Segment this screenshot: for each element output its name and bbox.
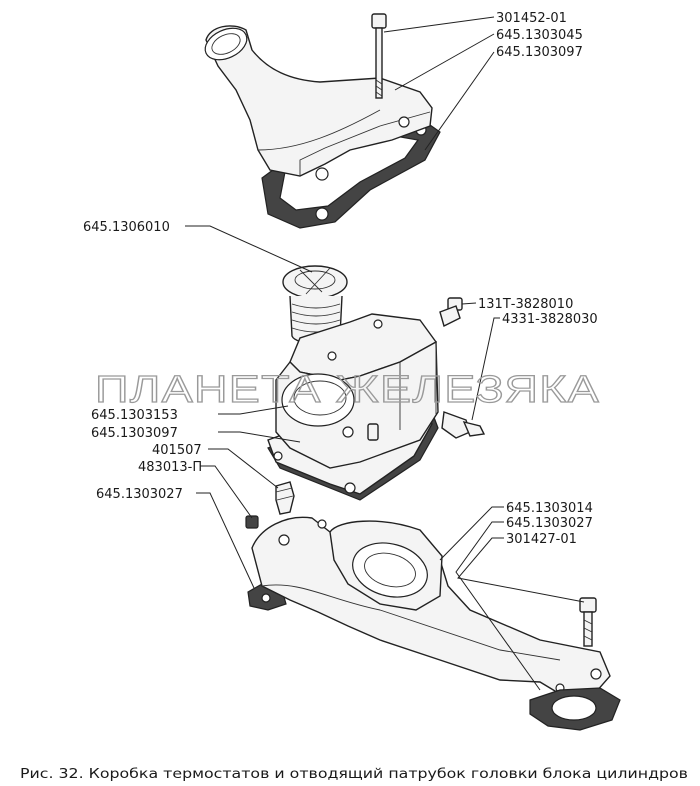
temperature-sensors [439,297,486,439]
label-645-1303045: 645.1303045 [496,28,583,43]
leader-lines [185,16,585,691]
label-301427-01: 301427-01 [506,532,577,547]
bolt-301427-01 [579,597,597,647]
label-645-1306010: 645.1306010 [83,220,170,235]
outlet-manifold [247,516,621,731]
callout-labels: 301452-01 645.1303045 645.1303097 645.13… [83,11,598,547]
label-131T-3828010: 131Т-3828010 [478,297,573,312]
label-645-1303027-right: 645.1303027 [506,516,593,531]
plug-483013 [245,515,259,529]
outlet-cover-assembly [204,13,441,229]
label-645-1303014: 645.1303014 [506,501,593,516]
label-645-1303153: 645.1303153 [91,408,178,423]
label-645-1303097-mid: 645.1303097 [91,426,178,441]
figure-caption: Рис. 32. Коробка термостатов и отводящий… [20,766,688,782]
label-401507: 401507 [152,443,202,458]
thermostat-housing [267,313,439,501]
watermark-text: ПЛАНЕТА ЖЕЛЕЗЯКА [95,369,600,411]
sensor-4331 [462,420,486,437]
label-645-1303027-left: 645.1303027 [96,487,183,502]
label-483013-P: 483013-П [138,460,202,475]
label-645-1303097-top: 645.1303097 [496,45,583,60]
fittings [245,481,295,529]
label-301452-01: 301452-01 [496,11,567,26]
label-4331-3828030: 4331-3828030 [502,312,598,327]
bolt-301452-01 [371,13,387,29]
